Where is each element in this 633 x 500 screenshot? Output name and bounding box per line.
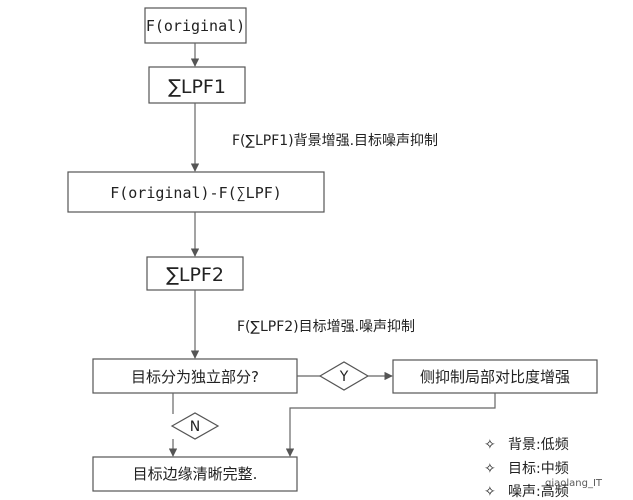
legend-item-target: 目标:中频 [508, 461, 569, 477]
node-original-label: F(original) [146, 17, 245, 35]
legend-bullet-icon: ✧ [484, 461, 496, 477]
legend-item-background: 背景:低频 [508, 437, 569, 453]
legend-bullet-icon: ✧ [484, 437, 496, 453]
node-lpf1-label: ∑LPF1 [168, 76, 226, 98]
annotation-lpf2: F(∑LPF2)目标增强.噪声抑制 [237, 319, 415, 335]
node-original: F(original) [144, 7, 247, 44]
node-lpf2-label: ∑LPF2 [166, 264, 224, 286]
watermark: qiaolang_IT [545, 478, 603, 489]
node-subtract: F(original)-F(∑LPF) [67, 171, 325, 213]
yes-label: Y [339, 369, 349, 385]
node-lateral: 侧抑制局部对比度增强 [392, 359, 598, 394]
no-diamond: N [170, 412, 220, 440]
legend: ✧ 背景:低频 ✧ 目标:中频 ✧ 噪声:高频 [484, 437, 569, 500]
node-decision: 目标分为独立部分? [92, 358, 298, 394]
yes-diamond: Y [318, 361, 370, 391]
arrow-lateral-edge [285, 393, 496, 457]
node-lpf2: ∑LPF2 [146, 256, 244, 291]
node-lpf1: ∑LPF1 [148, 66, 246, 104]
legend-item-noise: 噪声:高频 [508, 483, 569, 500]
no-label: N [190, 419, 200, 435]
node-lateral-label: 侧抑制局部对比度增强 [420, 368, 570, 386]
annotation-lpf1: F(∑LPF1)背景增强.目标噪声抑制 [232, 133, 438, 149]
node-subtract-label: F(original)-F(∑LPF) [110, 184, 282, 202]
node-decision-label: 目标分为独立部分? [131, 368, 259, 386]
node-edge-label: 目标边缘清晰完整. [133, 465, 258, 483]
legend-bullet-icon: ✧ [484, 484, 496, 500]
node-edge: 目标边缘清晰完整. [92, 456, 298, 492]
